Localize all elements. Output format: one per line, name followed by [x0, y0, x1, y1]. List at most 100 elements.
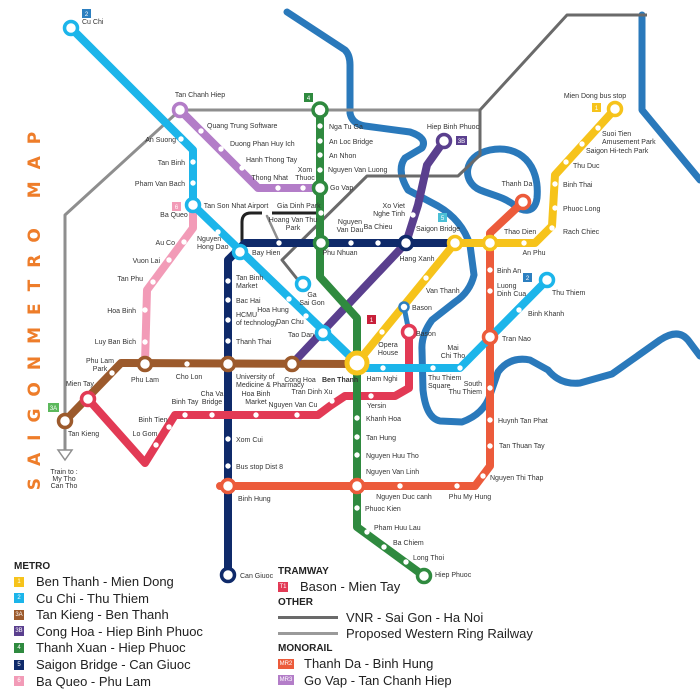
station-marker-go-vap[interactable] [311, 179, 329, 197]
station-marker-line4-terminus[interactable] [311, 101, 329, 119]
station-marker-opera-house[interactable] [379, 329, 385, 335]
station-marker-nguyen-thi-thap[interactable] [480, 473, 486, 479]
station-marker-pham-huu-lau[interactable] [364, 529, 370, 535]
station-marker-bason[interactable] [400, 323, 418, 341]
station-marker-hiep-phuoc[interactable] [415, 567, 433, 585]
station-marker-mien-tay[interactable] [79, 390, 97, 408]
station-marker-ham-nghi[interactable] [380, 365, 386, 371]
station-marker-tan-chanh-hiep[interactable] [171, 101, 189, 119]
station-marker-suoi-tien-amusement-park[interactable] [595, 125, 601, 131]
station-marker-yersin[interactable] [368, 393, 374, 399]
station-marker-dan-chu[interactable] [303, 313, 309, 319]
station-marker-thanh-da[interactable] [514, 193, 532, 211]
station-marker-phu-lam[interactable] [136, 355, 154, 373]
station-marker-thong-nhat[interactable] [275, 185, 281, 191]
station-marker-tran-nao[interactable] [481, 328, 499, 346]
station-marker-binh-hung[interactable] [219, 477, 237, 495]
station-marker-ba-chiem[interactable] [381, 544, 387, 550]
station-marker-cho-lon[interactable] [184, 361, 190, 367]
station-marker-phu-nhuan[interactable] [312, 234, 330, 252]
station-marker-binh-khanh[interactable] [516, 307, 522, 313]
station-marker-thu-thiem-square[interactable] [430, 365, 436, 371]
station-marker-au-co[interactable] [181, 239, 187, 245]
station-marker-saigon-hi-tech-park[interactable] [579, 141, 585, 147]
station-marker-xom-thuoc[interactable] [300, 185, 306, 191]
station-marker-thanh-thai[interactable] [225, 338, 231, 344]
station-marker-phuoc-kien[interactable] [354, 505, 360, 511]
station-marker-nguyen-hong-dao[interactable] [215, 229, 221, 235]
airport-branch [240, 211, 320, 250]
station-marker-xom-cui[interactable] [225, 436, 231, 442]
station-marker-tran-dinh-xu[interactable] [329, 398, 335, 404]
station-marker-tan-binh[interactable] [190, 159, 196, 165]
station-marker-an-phu[interactable] [521, 240, 527, 246]
station-marker-huynh-tan-phat[interactable] [487, 417, 493, 423]
station-marker-ba-chieu[interactable] [375, 240, 381, 246]
station-marker-luy-ban-bich[interactable] [142, 339, 148, 345]
station-marker-tan-phu[interactable] [150, 279, 156, 285]
station-marker-cong-hoa[interactable] [283, 355, 301, 373]
station-marker-saigon-bridge[interactable] [446, 234, 464, 252]
station-marker-an-nhon[interactable] [317, 152, 323, 158]
station-marker-nguyen-van-luong[interactable] [317, 167, 323, 173]
station-marker-nguyen-huu-tho[interactable] [354, 452, 360, 458]
station-marker-an-loc-bridge[interactable] [317, 138, 323, 144]
station-marker-rach-chiec[interactable] [549, 225, 555, 231]
station-marker-tan-binh-market[interactable] [225, 278, 231, 284]
station-marker-tan-thuan-tay[interactable] [487, 443, 493, 449]
station-marker-south-thu-thiem[interactable] [487, 385, 493, 391]
station-marker-phu-lam-park[interactable] [109, 370, 115, 376]
station-marker-binh-tien[interactable] [166, 424, 172, 430]
station-marker-university-of-medicine-pharmacy[interactable] [219, 355, 237, 373]
station-marker-tao-dan[interactable] [314, 324, 332, 342]
station-marker-mien-dong-bus-stop[interactable] [606, 100, 624, 118]
station-marker-gia-dinh-park[interactable] [318, 210, 324, 216]
station-marker-phu-my-hung[interactable] [454, 483, 460, 489]
station-marker-mai-chi-tho[interactable] [457, 365, 463, 371]
station-marker-long-thoi[interactable] [403, 559, 409, 565]
station-marker-nguyen-van-dau[interactable] [348, 240, 354, 246]
station-marker-xo-viet-nghe-tinh[interactable] [410, 212, 416, 218]
station-marker-cha-va-bridge[interactable] [209, 412, 215, 418]
legend-label: Cong Hoa - Hiep Binh Phuoc [36, 623, 203, 639]
station-marker-can-giuoc[interactable] [219, 566, 237, 584]
station-marker-nga-tu-ga[interactable] [317, 123, 323, 129]
station-marker-bus-stop-dist-8[interactable] [225, 463, 231, 469]
station-marker-binh-thai[interactable] [552, 181, 558, 187]
station-marker-hoang-van-thu-park[interactable] [276, 240, 282, 246]
station-marker-thu-duc[interactable] [563, 159, 569, 165]
station-marker-cu-chi[interactable] [62, 19, 80, 37]
station-marker-binh-an[interactable] [487, 267, 493, 273]
station-marker-thu-thiem[interactable] [538, 271, 556, 289]
station-marker-tan-kieng[interactable] [56, 412, 74, 430]
station-marker-ben-thanh[interactable] [344, 350, 370, 376]
station-marker-pham-van-bach[interactable] [190, 180, 196, 186]
station-marker-hang-xanh[interactable] [397, 234, 415, 252]
station-marker-hanh-thong-tay[interactable] [239, 165, 245, 171]
station-marker-an-suong[interactable] [178, 136, 184, 142]
station-marker-khanh-hoa[interactable] [354, 415, 360, 421]
station-marker-tan-hung[interactable] [354, 434, 360, 440]
station-marker-vuon-lai[interactable] [166, 257, 172, 263]
station-marker-phuoc-long[interactable] [552, 205, 558, 211]
station-marker-van-thanh[interactable] [423, 275, 429, 281]
station-marker-hoa-binh-market[interactable] [253, 412, 259, 418]
station-marker-duong-phan-huy-ich[interactable] [218, 146, 224, 152]
station-marker-luong-dinh-cua[interactable] [487, 288, 493, 294]
station-marker-nguyen-van-linh[interactable] [348, 477, 366, 495]
station-marker-hoa-binh[interactable] [142, 307, 148, 313]
station-marker-lo-gom[interactable] [153, 442, 159, 448]
station-marker-ga-sai-gon[interactable] [294, 275, 312, 293]
station-marker-thao-dien[interactable] [481, 234, 499, 252]
station-marker-bason[interactable] [398, 301, 410, 313]
station-marker-bay-hien[interactable] [231, 243, 249, 261]
station-marker-ba-queo[interactable] [184, 196, 202, 214]
station-marker-hiep-binh-phuoc[interactable] [435, 132, 453, 150]
station-marker-hoa-hung[interactable] [286, 296, 292, 302]
station-marker-hcmu-of-technology[interactable] [225, 317, 231, 323]
station-marker-bac-hai[interactable] [225, 297, 231, 303]
station-marker-nguyen-duc-canh[interactable] [397, 483, 403, 489]
station-marker-nguyen-van-cu[interactable] [294, 412, 300, 418]
station-marker-quang-trung-software[interactable] [198, 128, 204, 134]
station-marker-binh-tay[interactable] [182, 412, 188, 418]
